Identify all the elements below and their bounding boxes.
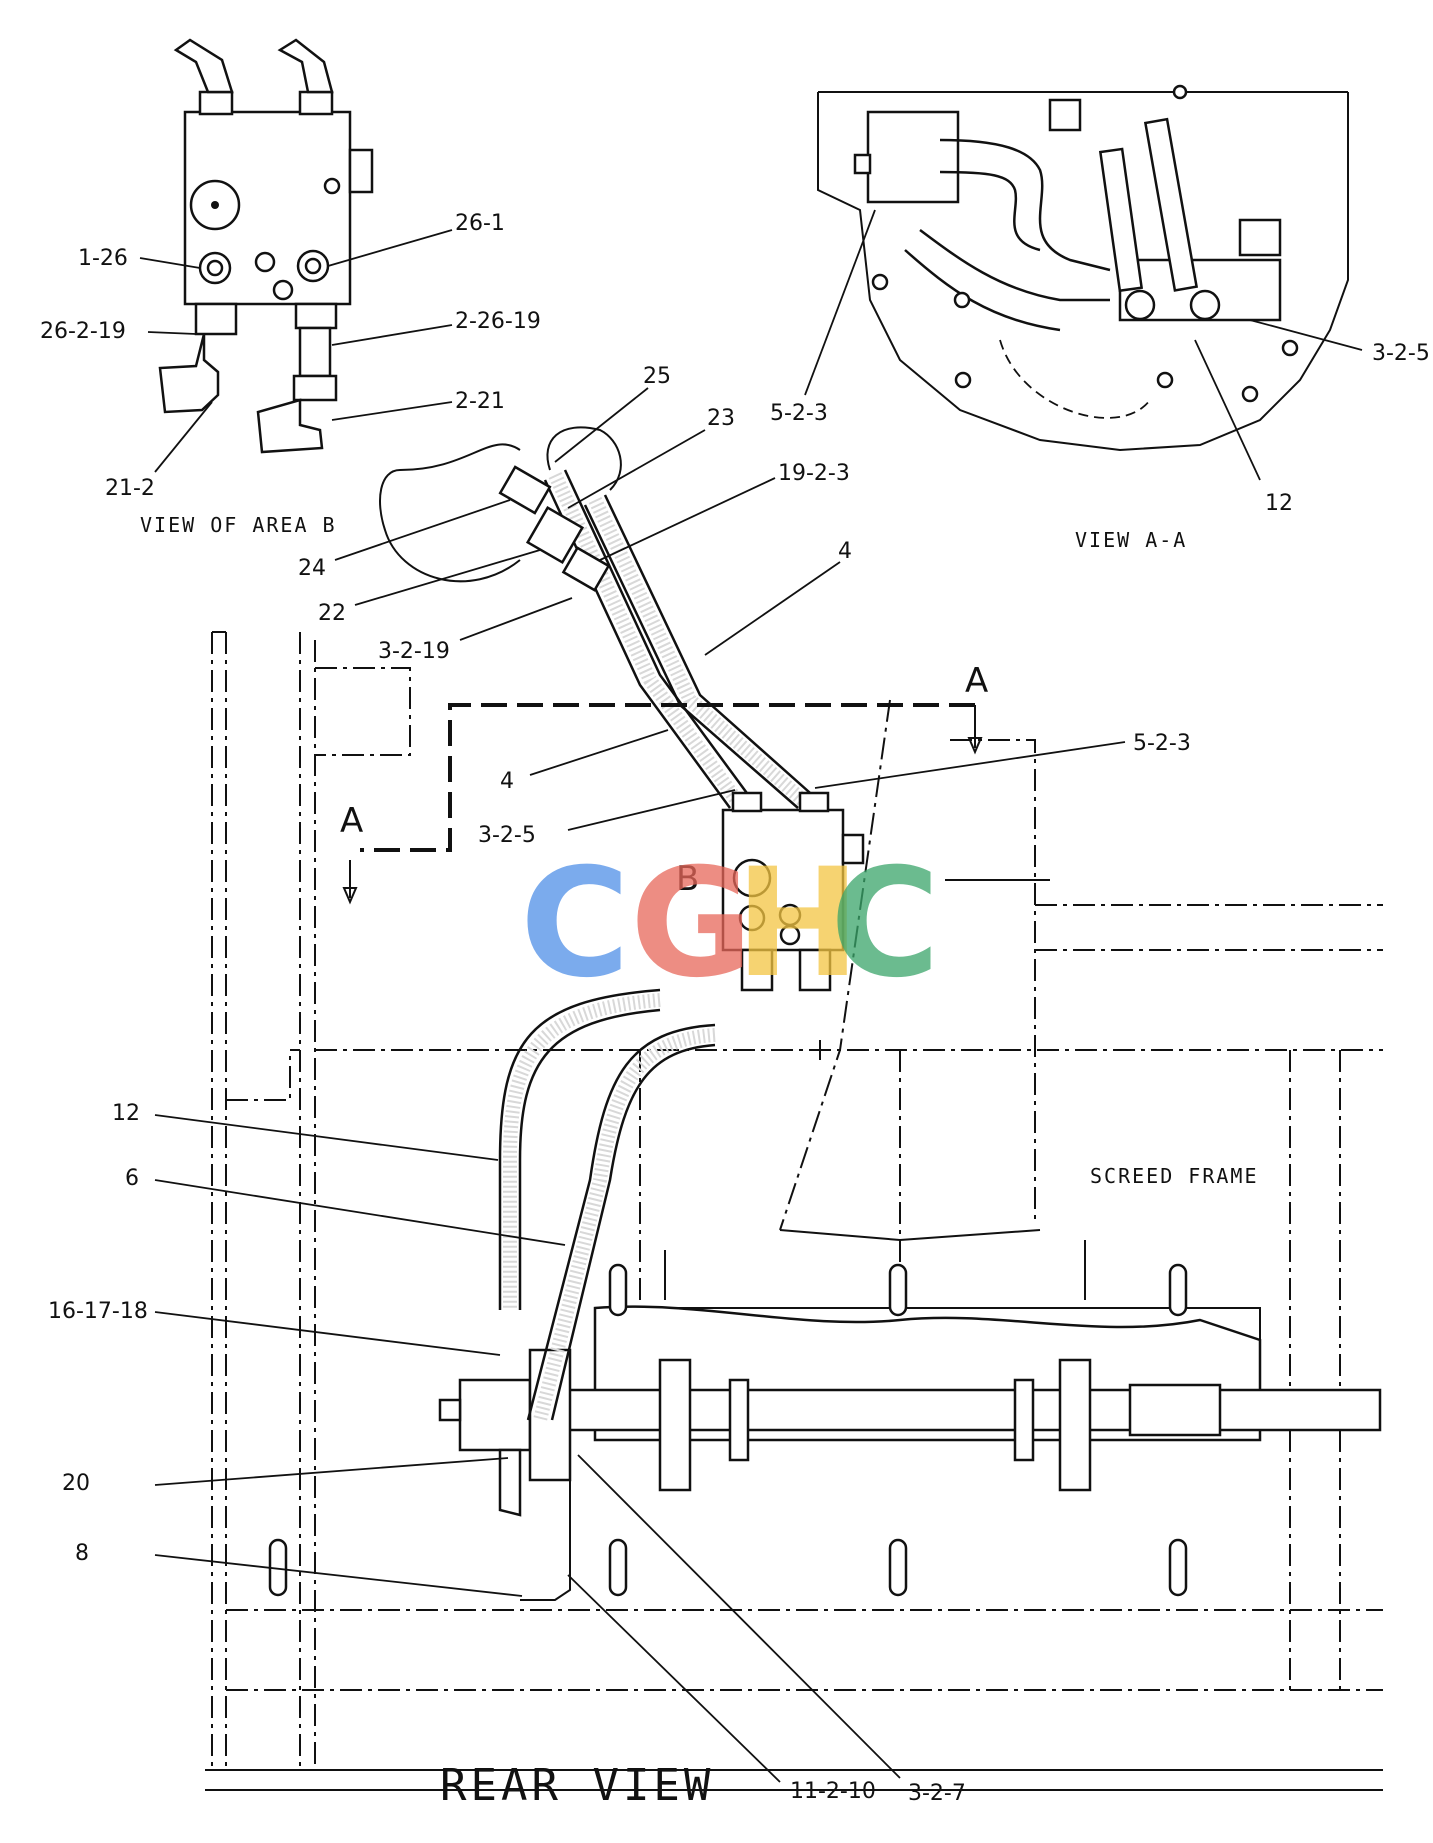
section-cut-line: A A [340, 661, 988, 905]
callout-25: 25 [643, 364, 671, 389]
watermark-letter-g: G [630, 837, 753, 1011]
area-b-title: VIEW OF AREA B [140, 513, 337, 537]
callouts-section-aa: 5-2-3 3-2-5 12 [770, 209, 1430, 516]
watermark-letter-c2: C [830, 837, 940, 1011]
callout-3-2-5: 3-2-5 [478, 823, 536, 848]
section-mark-a-left: A [340, 801, 363, 841]
watermark-letter-c1: C [520, 837, 630, 1011]
callout-6: 3-2-5 [1372, 341, 1430, 366]
callout-2-26-19: 2-26-19 [455, 309, 541, 334]
callout-1-26: 1-26 [78, 246, 128, 271]
section-mark-a-top: A [965, 661, 988, 701]
callout-11-2-10: 16-17-18 [48, 1299, 148, 1324]
callout-14-13: 8 [75, 1541, 89, 1566]
section-aa-title: VIEW A-A [1075, 528, 1187, 552]
callout-3-2-7: 20 [62, 1471, 90, 1496]
callout-19-2-3: 19-2-3 [778, 461, 850, 486]
callout-15-17-18: 3-2-7 [908, 1781, 966, 1806]
callout-26-1: 26-1 [455, 211, 505, 236]
manifold-block: B [676, 791, 865, 992]
callout-26-2-19: 26-2-19 [40, 319, 126, 344]
callout-4a: 4 [838, 539, 852, 564]
section-aa-view: VIEW A-A [817, 84, 1349, 552]
callout-22: 22 [318, 601, 346, 626]
callout-3-2-19: 3-2-19 [378, 639, 450, 664]
callout-9: 11-2-10 [790, 1779, 876, 1804]
callout-2-21: 2-21 [455, 389, 505, 414]
callout-24: 24 [298, 556, 326, 581]
screed-frame-label: SCREED FRAME [1090, 1164, 1259, 1188]
cghc-watermark: C G H C [520, 837, 940, 1011]
callout-4b: 4 [500, 769, 514, 794]
callout-5-2-3: 5-2-3 [1133, 731, 1191, 756]
callout-21-2: 21-2 [105, 476, 155, 501]
callout-12: 5-2-3 [770, 401, 828, 426]
callout-16-17-18: 12 [1265, 491, 1293, 516]
area-b-view: VIEW OF AREA B [140, 38, 374, 537]
callout-20: 12 [112, 1101, 140, 1126]
hydraulic-hoses [379, 426, 819, 1422]
rear-view-title: REAR VIEW [440, 1760, 714, 1811]
callouts-rear-view: 25 23 19-2-3 24 22 3-2-19 4 4 5-2-3 3-2-… [48, 364, 1191, 1806]
callouts-area-b: 1-26 26-1 26-2-19 2-26-19 2-21 21-2 [40, 211, 541, 501]
callout-8: 6 [125, 1166, 139, 1191]
callout-23: 23 [707, 406, 735, 431]
watermark-letter-h: H [735, 837, 861, 1011]
section-mark-b: B [676, 859, 699, 899]
